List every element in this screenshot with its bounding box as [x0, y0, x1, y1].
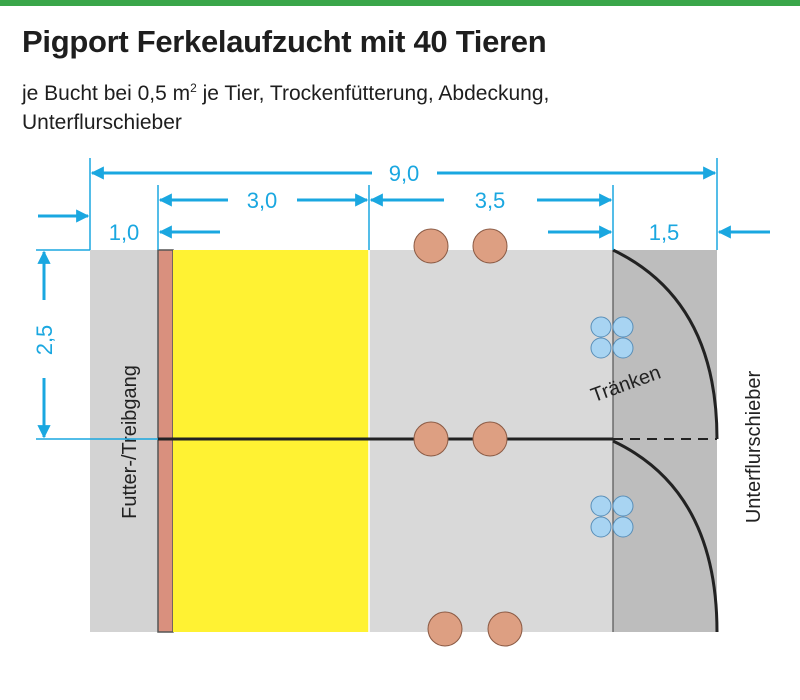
dim-depth-value: 2,5 [32, 325, 57, 356]
page-title: Pigport Ferkelaufzucht mit 40 Tieren [22, 24, 547, 59]
drinker-group-lower [590, 495, 634, 538]
top-accent-bar [0, 0, 800, 6]
feed-alley [90, 250, 158, 632]
subtitle-line-2: Unterflurschieber [22, 111, 182, 134]
feeder-icon [487, 611, 523, 647]
feeder-group-top [413, 228, 508, 264]
dim-activity-value: 3,5 [475, 188, 506, 213]
drinker-icon [612, 495, 634, 517]
lying-area [173, 250, 369, 632]
dim-alley-value: 1,0 [109, 220, 140, 245]
subtitle-text-continued: je Tier, Trockenfütterung, Abdeckung, [196, 82, 550, 105]
subtitle-text: je Bucht bei 0,5 m [22, 82, 191, 105]
drinker-icon [590, 516, 612, 538]
drinker-icon [612, 316, 634, 338]
drinker-icon [612, 516, 634, 538]
feed-trough [157, 249, 174, 633]
feeder-icon [427, 611, 463, 647]
dimension-lines [36, 158, 770, 440]
scraper-label: Unterflurschieber [743, 371, 765, 524]
subtitle-superscript: 2 [190, 81, 197, 95]
drinker-group-upper [590, 316, 634, 359]
feed-alley-label: Futter-/Treibgang [119, 365, 141, 519]
dim-lying-value: 3,0 [247, 188, 278, 213]
drinker-icon [590, 316, 612, 338]
page-subtitle: je Bucht bei 0,5 m2 je Tier, Trockenfütt… [22, 74, 722, 137]
dim-dunging-value: 1,5 [649, 220, 680, 245]
dim-total-value: 9,0 [389, 161, 420, 186]
feeder-icon [472, 228, 508, 264]
drinker-icon [612, 337, 634, 359]
feeder-icon [472, 421, 508, 457]
drinker-icon [590, 495, 612, 517]
swing-curve-lower [612, 439, 719, 633]
feeder-group-middle [413, 421, 508, 457]
feeder-group-bottom [427, 611, 523, 647]
feeder-icon [413, 228, 449, 264]
feeder-icon [413, 421, 449, 457]
swing-curve-upper [612, 248, 719, 440]
drinker-icon [590, 337, 612, 359]
dunging-area [613, 250, 717, 632]
